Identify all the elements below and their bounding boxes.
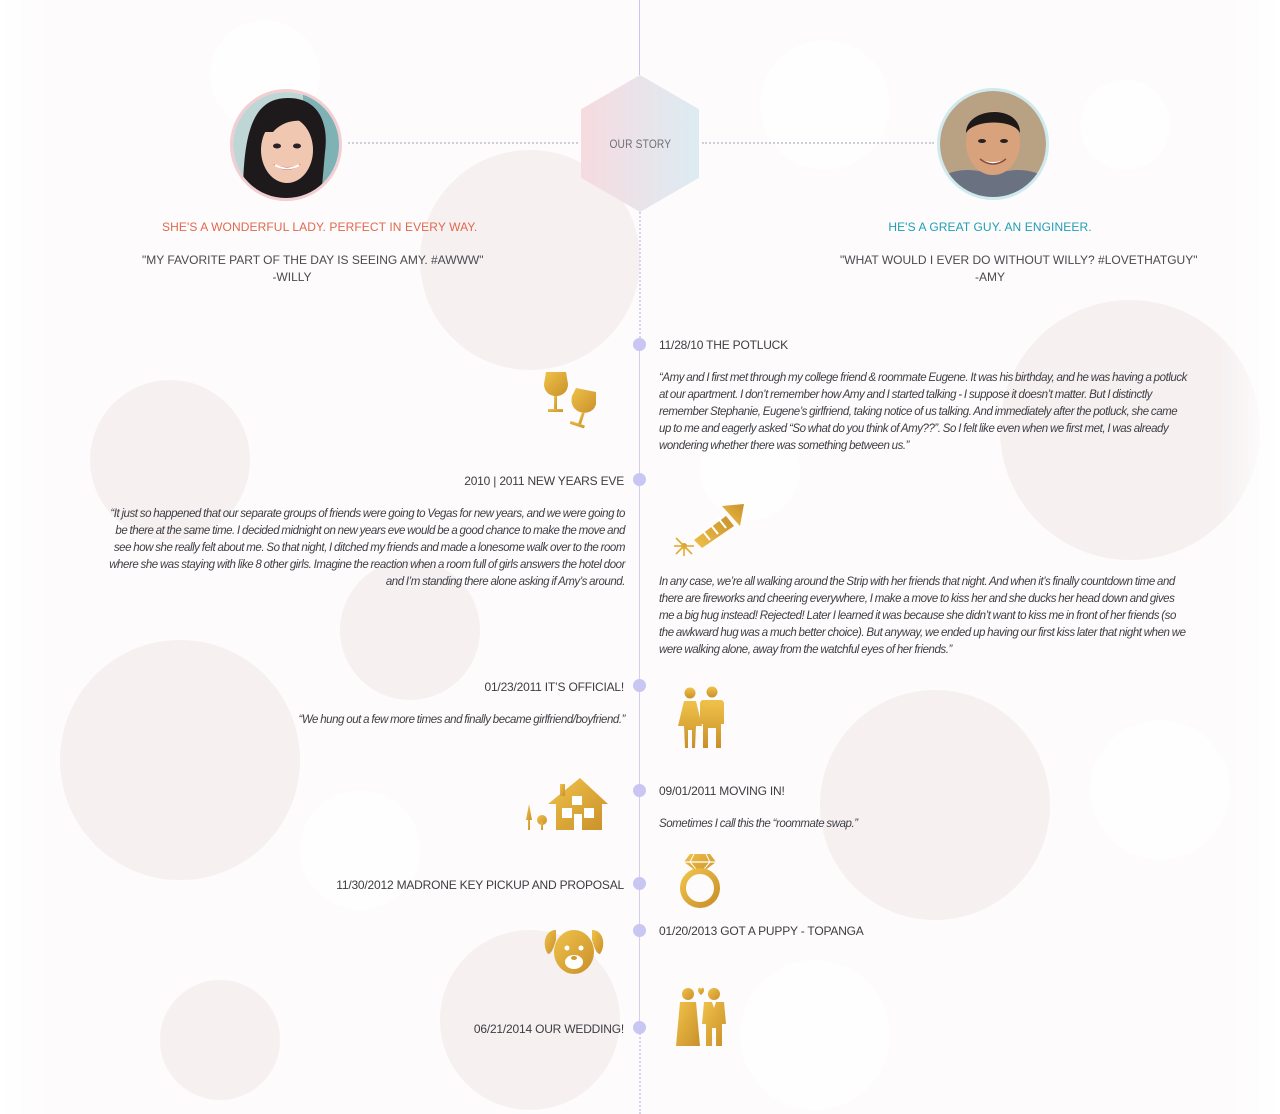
him-quote-text: "WHAT WOULD I EVER DO WITHOUT WILLY? #LO… [840,253,1198,267]
event-title-wedding: 06/21/2014 OUR WEDDING! [473,1022,624,1036]
event-text-potluck: “Amy and I first met through my college … [659,372,1187,452]
event-text-moving-in: Sometimes I call this the “roommate swap… [659,818,858,830]
her-quote: "MY FAVORITE PART OF THE DAY IS SEEING A… [142,252,484,286]
event-text-official: “We hung out a few more times and finall… [298,714,625,726]
wine-glasses-icon [540,368,604,432]
event-title-puppy: 01/20/2013 GOT A PUPPY - TOPANGA [659,924,864,938]
timeline-dot [633,924,646,937]
her-quote-text: "MY FAVORITE PART OF THE DAY IS SEEING A… [142,253,484,267]
timeline-dot [633,1021,646,1034]
event-title-moving-in: 09/01/2011 MOVING IN! [659,784,785,798]
event-title-proposal: 11/30/2012 MADRONE KEY PICKUP AND PROPOS… [336,878,624,892]
timeline-dot [633,784,646,797]
connector-right [702,142,934,144]
timeline-end-line [639,1030,641,1114]
event-text-new-years-right: In any case, we’re all walking around th… [659,576,1186,656]
him-quote: "WHAT WOULD I EVER DO WITHOUT WILLY? #LO… [840,252,1198,286]
event-title-potluck: 11/28/10 THE POTLUCK [659,338,788,352]
timeline-dot [633,473,646,486]
him-caption: HE'S A GREAT GUY. AN ENGINEER. [888,220,1092,234]
puppy-icon [542,924,606,978]
our-story-badge: OUR STORY [581,75,699,212]
our-story-label: OUR STORY [609,136,671,151]
timeline-dotted-line [639,212,641,342]
house-icon [526,776,608,832]
timeline-dot [633,877,646,890]
diamond-ring-icon [676,850,724,908]
her-caption: SHE'S A WONDERFUL LADY. PERFECT IN EVERY… [162,220,478,234]
him-quote-author: -AMY [975,270,1005,284]
timeline-dot [633,338,646,351]
bride-groom-icon [674,984,728,1048]
event-text-new-years-left: “It just so happened that our separate g… [109,508,625,588]
event-title-new-years: 2010 | 2011 NEW YEARS EVE [464,474,624,488]
avatar-her [230,89,342,201]
timeline-top-line [639,0,640,75]
timeline-dot [633,679,646,692]
firework-rocket-icon [672,502,746,558]
her-quote-author: -WILLY [272,270,312,284]
couple-icon [676,686,728,750]
connector-left [348,142,578,144]
event-title-official: 01/23/2011 IT’S OFFICIAL! [484,680,624,694]
avatar-him [937,88,1049,200]
